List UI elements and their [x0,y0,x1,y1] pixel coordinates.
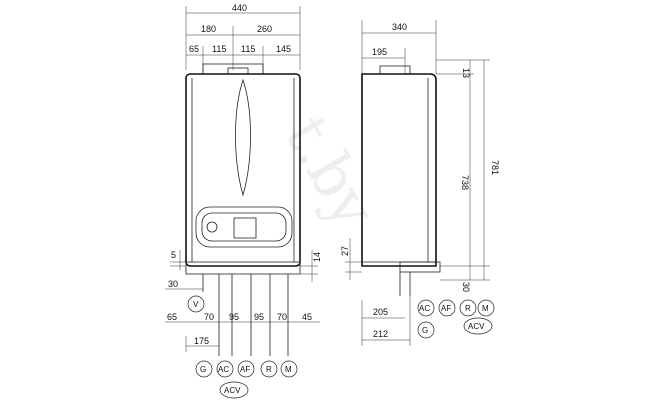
dim-bottom-seg-1: 70 [204,312,214,322]
dim-front-width: 440 [232,3,247,13]
control-display [233,217,257,239]
front-connection-labels: G AC AF R M ACV [195,360,298,399]
connection-r-icon [260,360,278,378]
dim-front-right-span: 260 [257,24,272,34]
label-side-af: AF [441,304,451,313]
label-side-acv: ACV [468,322,485,331]
front-casing [185,73,301,267]
dim-bottom-seg-4: 70 [277,312,287,322]
label-valve: V [193,300,199,309]
connection-af-icon [237,360,255,378]
flue-collar [227,67,249,75]
side-connection-m-icon [477,299,495,317]
dim-front-left-span: 180 [201,24,216,34]
label-conn-acv: ACV [224,386,241,395]
dim-side-212: 212 [373,329,388,339]
label-conn-ac: AC [218,365,229,374]
label-conn-af: AF [240,365,250,374]
label-side-ac: AC [419,304,430,313]
dim-top-seg-4: 145 [276,44,291,54]
side-flue [379,65,411,75]
dim-side-781: 781 [490,160,500,175]
dim-bottom-seg-3: 95 [254,312,264,322]
control-panel-inner [201,212,287,242]
connection-g-icon [195,360,213,378]
dim-side-205: 205 [373,307,388,317]
dim-top-seg-3: 115 [241,44,255,54]
dim-bottom-seg-5: 45 [302,312,312,322]
dim-bottom-seg-2: 95 [229,312,239,322]
valve-v-icon [187,295,205,313]
side-casing [361,73,437,267]
dim-side-13: 13 [461,68,471,78]
connection-acv-icon [219,381,249,399]
side-view: 340 195 13 738 781 30 27 205 [340,20,500,346]
side-connection-ac-icon [417,299,435,317]
control-knob-icon [206,221,218,233]
dim-side-738: 738 [460,175,470,190]
front-bottom-shroud [185,261,301,275]
label-side-g: G [422,326,428,335]
dim-right-14: 14 [312,252,322,262]
dim-side-195: 195 [372,47,387,57]
dim-bottom-65: 65 [167,312,177,322]
side-connection-af-icon [438,299,456,317]
connection-ac-icon [216,360,234,378]
label-conn-m: M [285,365,292,374]
dim-top-seg-1: 65 [189,44,199,54]
dim-top-seg-2: 115 [212,44,226,54]
front-view: 440 180 260 65 115 115 145 [165,3,322,399]
dim-bottom-175: 175 [194,336,209,346]
control-panel [195,206,293,248]
label-conn-g: G [200,365,206,374]
label-side-m: M [482,304,489,313]
dim-left-5: 5 [171,250,176,260]
dim-side-depth: 340 [392,22,407,32]
dim-side-30: 30 [461,282,471,292]
side-connection-g-icon [417,321,435,339]
side-connection-r-icon [459,299,477,317]
side-bottom-fittings [399,261,441,273]
label-conn-r: R [266,365,272,374]
dim-left-30: 30 [168,279,178,289]
watermark-text: t.by [271,105,389,240]
dim-side-27: 27 [340,246,350,256]
connection-m-icon [280,360,298,378]
label-side-r: R [465,304,471,313]
front-decor-lens [235,78,251,197]
side-connection-acv-icon [463,317,493,335]
